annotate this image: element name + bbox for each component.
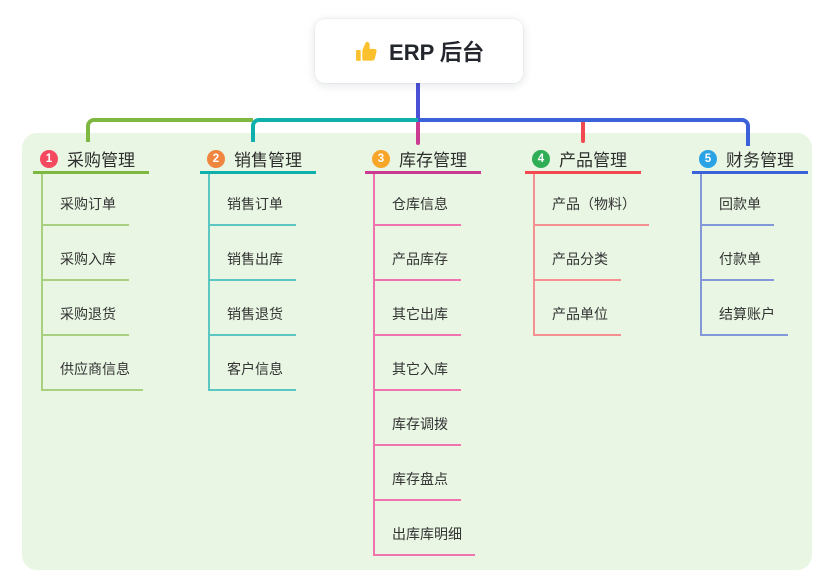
branch-column-1: 1 采购管理 采购订单采购入库采购退货供应商信息 <box>33 146 149 391</box>
branch-column-4: 4 产品管理 产品（物料）产品分类产品单位 <box>525 146 649 336</box>
branches-panel <box>22 133 812 570</box>
branch-header-4[interactable]: 4 产品管理 <box>525 146 641 174</box>
branch-number-badge: 1 <box>40 149 58 168</box>
branch-header-3[interactable]: 3 库存管理 <box>365 146 481 174</box>
branch-header-5[interactable]: 5 财务管理 <box>692 146 808 174</box>
branch-child-node[interactable]: 回款单 <box>702 174 774 226</box>
branch-children: 仓库信息产品库存其它出库其它入库库存调拨库存盘点出库库明细 <box>373 174 475 556</box>
branch-title: 库存管理 <box>399 151 467 170</box>
branch-child-node[interactable]: 产品（物料） <box>535 174 649 226</box>
connector-root-stem <box>416 83 420 122</box>
branch-number-badge: 4 <box>532 149 550 168</box>
branch-child-node[interactable]: 采购退货 <box>43 281 129 336</box>
branch-title: 销售管理 <box>234 151 302 170</box>
branch-children: 回款单付款单结算账户 <box>700 174 788 336</box>
branch-title: 采购管理 <box>67 151 135 170</box>
branch-header-2[interactable]: 2 销售管理 <box>200 146 316 174</box>
branch-child-node[interactable]: 其它入库 <box>375 336 461 391</box>
branch-column-2: 2 销售管理 销售订单销售出库销售退货客户信息 <box>200 146 316 391</box>
branch-title: 财务管理 <box>726 151 794 170</box>
connector-drop-branch-3 <box>416 122 420 145</box>
branch-child-node[interactable]: 库存盘点 <box>375 446 461 501</box>
branch-child-node[interactable]: 付款单 <box>702 226 774 281</box>
root-title: ERP 后台 <box>389 40 484 65</box>
branch-child-node[interactable]: 采购入库 <box>43 226 129 281</box>
branch-number-badge: 2 <box>207 149 225 168</box>
branch-number-badge: 3 <box>372 149 390 168</box>
branch-number-badge: 5 <box>699 149 717 168</box>
branch-child-node[interactable]: 供应商信息 <box>43 336 143 391</box>
branch-child-node[interactable]: 仓库信息 <box>375 174 461 226</box>
branch-child-node[interactable]: 客户信息 <box>210 336 296 391</box>
branch-child-node[interactable]: 销售订单 <box>210 174 296 226</box>
branch-child-node[interactable]: 其它出库 <box>375 281 461 336</box>
branch-column-5: 5 财务管理 回款单付款单结算账户 <box>692 146 808 336</box>
branch-child-node[interactable]: 产品库存 <box>375 226 461 281</box>
root-node[interactable]: ERP 后台 <box>315 19 523 83</box>
branch-children: 产品（物料）产品分类产品单位 <box>533 174 649 336</box>
connector-elbow-branch-1 <box>86 118 253 142</box>
branch-child-node[interactable]: 产品单位 <box>535 281 621 336</box>
branch-child-node[interactable]: 采购订单 <box>43 174 129 226</box>
branch-child-node[interactable]: 产品分类 <box>535 226 621 281</box>
branch-children: 采购订单采购入库采购退货供应商信息 <box>41 174 143 391</box>
branch-header-1[interactable]: 1 采购管理 <box>33 146 149 174</box>
branch-child-node[interactable]: 销售出库 <box>210 226 296 281</box>
branch-child-node[interactable]: 库存调拨 <box>375 391 461 446</box>
branch-title: 产品管理 <box>559 151 627 170</box>
branch-column-3: 3 库存管理 仓库信息产品库存其它出库其它入库库存调拨库存盘点出库库明细 <box>365 146 481 556</box>
thumbs-up-icon <box>354 39 379 64</box>
connector-elbow-branch-5 <box>420 118 750 146</box>
branch-children: 销售订单销售出库销售退货客户信息 <box>208 174 296 391</box>
branch-child-node[interactable]: 结算账户 <box>702 281 788 336</box>
branch-child-node[interactable]: 销售退货 <box>210 281 296 336</box>
branch-child-node[interactable]: 出库库明细 <box>375 501 475 556</box>
connector-drop-branch-4 <box>581 122 585 143</box>
connector-elbow-branch-2 <box>251 118 418 142</box>
